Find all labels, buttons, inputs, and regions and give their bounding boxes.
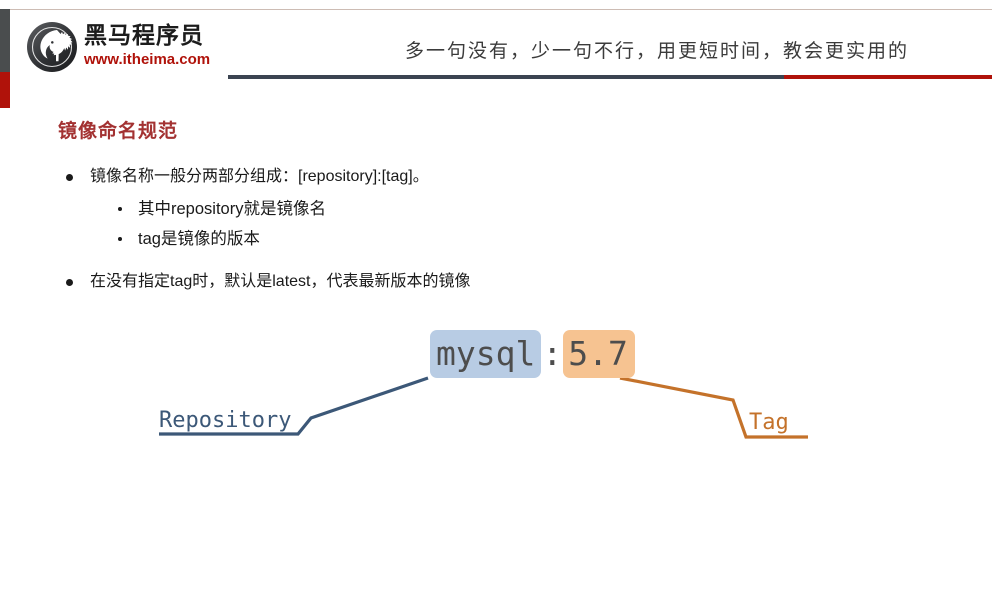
left-edge-red-bar	[0, 72, 10, 108]
brand-name: 黑马程序员	[84, 22, 204, 48]
bullet-dot-icon	[66, 174, 73, 181]
list-item: 镜像名称一般分两部分组成：[repository]:[tag]。	[58, 163, 938, 191]
list-item: 其中repository就是镜像名	[58, 194, 938, 224]
brand-logo-block: 黑马程序员 www.itheima.com	[26, 19, 226, 77]
list-item-label: 其中repository就是镜像名	[138, 200, 326, 218]
list-item-label: tag是镜像的版本	[138, 230, 260, 248]
tag-annotation-label: Tag	[749, 410, 789, 435]
window-top-chrome-strip	[0, 0, 992, 10]
list-item: tag是镜像的版本	[58, 224, 938, 254]
image-name-expression: mysql:5.7	[430, 330, 635, 378]
tag-token: 5.7	[563, 330, 635, 378]
sub-bullet-list: 其中repository就是镜像名 tag是镜像的版本	[58, 194, 938, 254]
list-item-label: 在没有指定tag时，默认是latest，代表最新版本的镜像	[90, 273, 471, 290]
header-slogan: 多一句没有，少一句不行，用更短时间，教会更实用的	[405, 41, 910, 62]
bullet-dash-icon	[118, 207, 122, 211]
separator-token: :	[542, 334, 563, 373]
bullet-list: 镜像名称一般分两部分组成：[repository]:[tag]。 其中repos…	[58, 163, 938, 299]
tag-leader-line	[619, 376, 808, 439]
window-top-chrome-ghost	[215, 0, 365, 7]
repository-token: mysql	[430, 330, 542, 378]
bullet-dot-icon	[66, 279, 73, 286]
repository-leader-line	[159, 376, 429, 436]
header-divider-accent	[784, 75, 992, 79]
repository-annotation-label: Repository	[159, 408, 292, 433]
page-title: 镜像命名规范	[58, 121, 179, 142]
list-item: 在没有指定tag时，默认是latest，代表最新版本的镜像	[58, 268, 938, 296]
diagram-leader-lines	[159, 376, 808, 439]
bullet-dash-icon	[118, 237, 122, 241]
brand-text-block: 黑马程序员 www.itheima.com	[84, 21, 210, 70]
brand-url: www.itheima.com	[84, 51, 211, 68]
horse-head-logo-icon	[27, 22, 77, 72]
list-item-label: 镜像名称一般分两部分组成：[repository]:[tag]。	[90, 168, 429, 185]
header-divider-rule	[228, 75, 992, 79]
left-edge-gray-bar	[0, 9, 10, 72]
image-name-diagram: mysql:5.7 Repository Tag	[0, 300, 992, 470]
slide-header: 黑马程序员 www.itheima.com 多一句没有，少一句不行，用更短时间，…	[0, 9, 992, 79]
